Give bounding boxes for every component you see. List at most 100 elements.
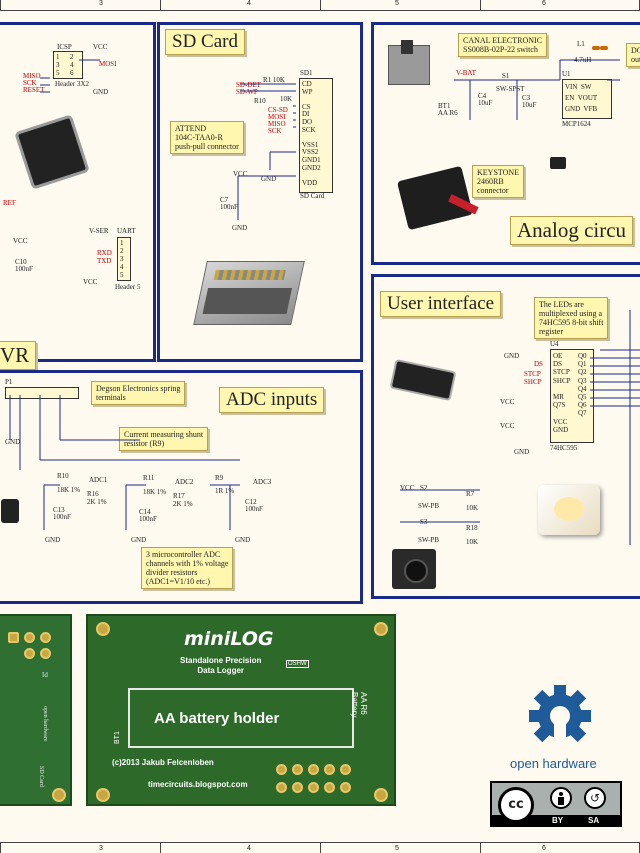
adc2-net: ADC2	[175, 478, 194, 486]
c13-label: C13 100nF	[53, 506, 71, 521]
r18-label: R18	[466, 524, 478, 532]
c3-label: C3 10uF	[522, 94, 537, 109]
slide-switch-image	[388, 40, 430, 85]
vcc-net: VCC	[13, 237, 28, 245]
uart-pins: 1 2 3 4 5	[120, 239, 124, 279]
u1-pins: VIN SW EN VOUT GND VFB	[565, 83, 598, 113]
pcb-front-image: miniLOG OSHW Standalone Precision Data L…	[86, 614, 396, 806]
sd1-label: SD1	[300, 69, 313, 77]
adc-panel: P1 Degson Electronics spring terminals A…	[0, 370, 363, 604]
keystone-note: KEYSTONE 2460RB connector	[472, 165, 525, 198]
l1-value: 4.7uH	[574, 56, 592, 64]
p1-terminal-block	[5, 387, 79, 399]
r7-label: R7	[466, 490, 475, 498]
mosi-net: MOSI	[99, 60, 117, 68]
r16-label: R16	[87, 490, 99, 498]
by-icon	[550, 787, 572, 809]
microcontroller-chip	[17, 117, 87, 187]
ui-title: User interface	[380, 291, 502, 317]
dc-out-note: DC out	[626, 43, 640, 67]
by-label: BY	[552, 816, 564, 825]
miso-net: MISO	[268, 120, 286, 128]
ruler-label: 4	[247, 845, 251, 852]
bt1-silk: BT1	[114, 731, 121, 744]
cs-net: CS-SD	[268, 106, 288, 114]
s3-type: SW-PB	[418, 536, 440, 544]
uart-label: UART	[117, 227, 136, 235]
ruler-label: 3	[99, 0, 103, 7]
battery-holder-image	[396, 165, 479, 231]
vser-label: V-SER	[89, 227, 109, 235]
shift-register-ic-image	[391, 361, 455, 399]
gnd-label-3: GND	[235, 536, 251, 544]
analog-title: Analog circu	[510, 216, 634, 245]
s3-label: S3	[420, 518, 428, 526]
icsp-pins-right: 2 4 6	[70, 53, 74, 77]
reset-net: RESET	[23, 86, 45, 94]
bottom-ruler: 3 4 5 6	[0, 842, 640, 853]
avr-title: VR	[0, 341, 37, 370]
r1-label: R1 10K	[263, 76, 285, 84]
gnd-label: GND	[232, 224, 248, 232]
c10-label: C10 100nF	[15, 258, 33, 273]
r11-label: R11	[143, 474, 155, 482]
sd-connector-symbol	[299, 78, 333, 193]
vcc-label-2: VCC	[500, 422, 515, 430]
r9-label: R9	[215, 474, 224, 482]
bt1-label: BT1 AA R6	[438, 102, 458, 117]
u4-part: 74HC595	[550, 444, 578, 452]
rxd-txd-nets: RXD TXD	[97, 249, 112, 265]
led-image	[538, 485, 600, 535]
u1-label: U1	[562, 70, 571, 78]
ruler-label: 6	[542, 845, 546, 852]
l1-label: L1	[577, 40, 585, 48]
shcp-net: SHCP	[524, 378, 542, 386]
u1-symbol	[562, 79, 612, 119]
c14-label: C14 100nF	[139, 508, 157, 523]
r17-value: 2K 1%	[173, 500, 193, 508]
vbat-net: V-BAT	[456, 69, 476, 77]
u4-shift-register-symbol	[550, 349, 594, 443]
r10-label: R10	[254, 97, 266, 105]
gnd-label: GND	[504, 352, 520, 360]
miso-net: MISO	[23, 72, 41, 80]
sd-card-title: SD Card	[165, 29, 245, 55]
stcp-net: STCP	[524, 370, 541, 378]
sd-connector-note: ATTEND 104C-TAA0-R push-pull connector	[170, 121, 244, 154]
s2-label: S2	[420, 484, 428, 492]
r18-value: 10K	[466, 538, 479, 546]
header5-label: Header 5	[115, 283, 141, 291]
minilog-logo: miniLOG	[184, 628, 274, 650]
sd-socket-image	[193, 261, 305, 325]
analog-panel: CANAL ELECTRONIC SS008B-02P-22 switch L1…	[371, 22, 640, 265]
sck-net: SCK	[268, 127, 282, 135]
sa-icon: ↺	[584, 787, 606, 809]
switch-note: CANAL ELECTRONIC SS008B-02P-22 switch	[458, 33, 548, 57]
battery-side-label: AA R6 Battery	[350, 692, 368, 718]
gnd-label-2: GND	[131, 536, 147, 544]
s1-name: SW-SPST	[496, 85, 525, 93]
u4-pins-right: Q0 Q1 Q2 Q3 Q4 Q5 Q6 Q7	[578, 352, 587, 418]
gear-icon	[529, 685, 591, 748]
oshw-label: OSHW	[286, 660, 309, 668]
sot23-chip-image	[550, 157, 566, 169]
led-note: The LEDs are multiplexed using a 74HC595…	[534, 297, 609, 339]
sd-card-panel: SD Card SD1 R1 10K SD-DET SD-WP R10 10K …	[157, 22, 363, 362]
uart-header	[117, 237, 131, 281]
sd-det-net: SD-DET	[236, 81, 261, 89]
header-label: Header 3X2	[55, 80, 90, 88]
pcb-back-image: Id open hardware SD Card	[0, 614, 72, 806]
id-label: Id	[42, 671, 48, 679]
c4-label: C4 10uF	[478, 92, 493, 107]
r10-value: 18K 1%	[57, 486, 81, 494]
icsp-pins-left: 1 3 5	[56, 53, 60, 77]
r7-value: 10K	[466, 504, 479, 512]
gnd-label: GND	[93, 88, 109, 96]
vcc-label: VCC	[500, 398, 515, 406]
ruler-label: 3	[99, 845, 103, 852]
adc-channels-note: 3 microcontroller ADC channels with 1% v…	[141, 547, 234, 589]
top-ruler: 3 4 5 6	[0, 0, 640, 11]
sck-net: SCK	[23, 79, 37, 87]
r10k-label: 10K	[280, 95, 293, 103]
ruler-label: 5	[395, 0, 399, 7]
